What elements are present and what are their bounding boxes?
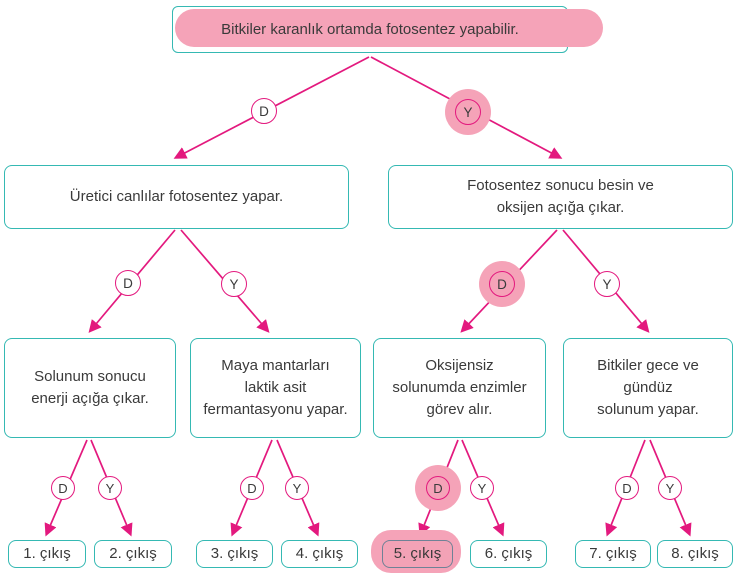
exit-label: 7. çıkış [589, 545, 637, 563]
decision-label: D [433, 480, 443, 496]
exit-label: 5. çıkış [393, 545, 442, 563]
exit-label: 2. çıkış [109, 545, 157, 563]
decision-label: D [247, 480, 257, 496]
exit-label: 8. çıkış [671, 545, 719, 563]
statement-box-1: Solunum sonucu enerji açığa çıkar. [4, 338, 176, 438]
decision-y-exit56: Y [470, 476, 494, 500]
decision-d-left: D [115, 270, 141, 296]
exit-box-4: 4. çıkış [281, 540, 358, 568]
statement-box-3: Oksijensiz solunumda enzimler görev alır… [373, 338, 546, 438]
exit-box-5: 5. çıkış [382, 540, 453, 568]
decision-d-exit12: D [51, 476, 75, 500]
decision-y-exit12: Y [98, 476, 122, 500]
exit-box-6: 6. çıkış [470, 540, 547, 568]
decision-label: Y [105, 480, 115, 496]
decision-y-exit34: Y [285, 476, 309, 500]
exit-label: 3. çıkış [210, 545, 259, 563]
decision-d-right: D [489, 271, 515, 297]
decision-y-exit78: Y [658, 476, 682, 500]
decision-d-exit56: D [426, 476, 450, 500]
exit-box-2: 2. çıkış [94, 540, 172, 568]
statement-text: Solunum sonucu enerji açığa çıkar. [31, 368, 149, 407]
exit-box-1: 1. çıkış [8, 540, 86, 568]
branch-text: Fotosentez sonucu besin ve oksijen açığa… [467, 177, 654, 216]
root-statement-text: Bitkiler karanlık ortamda fotosentez yap… [221, 20, 519, 38]
exit-label: 4. çıkış [295, 545, 344, 563]
decision-d-level1: D [251, 98, 277, 124]
exit-label: 6. çıkış [484, 545, 533, 563]
decision-label: Y [602, 276, 612, 292]
decision-label: D [58, 480, 68, 496]
branch-box-left: Üretici canlılar fotosentez yapar. [4, 165, 349, 229]
decision-d-exit78: D [615, 476, 639, 500]
branch-text: Üretici canlılar fotosentez yapar. [69, 188, 284, 206]
root-statement-box: Bitkiler karanlık ortamda fotosentez yap… [172, 6, 603, 53]
decision-label: D [497, 276, 507, 292]
decision-label: Y [229, 276, 239, 292]
exit-box-3: 3. çıkış [196, 540, 273, 568]
exit-label: 1. çıkış [23, 545, 71, 563]
decision-label: D [259, 103, 269, 119]
statement-text: Bitkiler gece ve gündüz solunum yapar. [597, 357, 699, 418]
statement-box-2: Maya mantarları laktik asit fermantasyon… [190, 338, 361, 438]
decision-y-left: Y [221, 271, 247, 297]
decision-y-level1: Y [455, 99, 481, 125]
marker-highlight [175, 9, 603, 47]
statement-box-4: Bitkiler gece ve gündüz solunum yapar. [563, 338, 733, 438]
decision-label: Y [477, 480, 487, 496]
decision-y-right: Y [594, 271, 620, 297]
exit-box-7: 7. çıkış [575, 540, 651, 568]
statement-text: Oksijensiz solunumda enzimler görev alır… [392, 357, 527, 418]
decision-d-exit34: D [240, 476, 264, 500]
statement-text: Maya mantarları laktik asit fermantasyon… [203, 357, 348, 418]
branch-box-right: Fotosentez sonucu besin ve oksijen açığa… [388, 165, 733, 229]
decision-label: Y [292, 480, 302, 496]
decision-label: D [123, 275, 133, 291]
decision-label: D [622, 480, 632, 496]
decision-label: Y [665, 480, 675, 496]
exit-box-8: 8. çıkış [657, 540, 733, 568]
decision-label: Y [463, 104, 473, 120]
